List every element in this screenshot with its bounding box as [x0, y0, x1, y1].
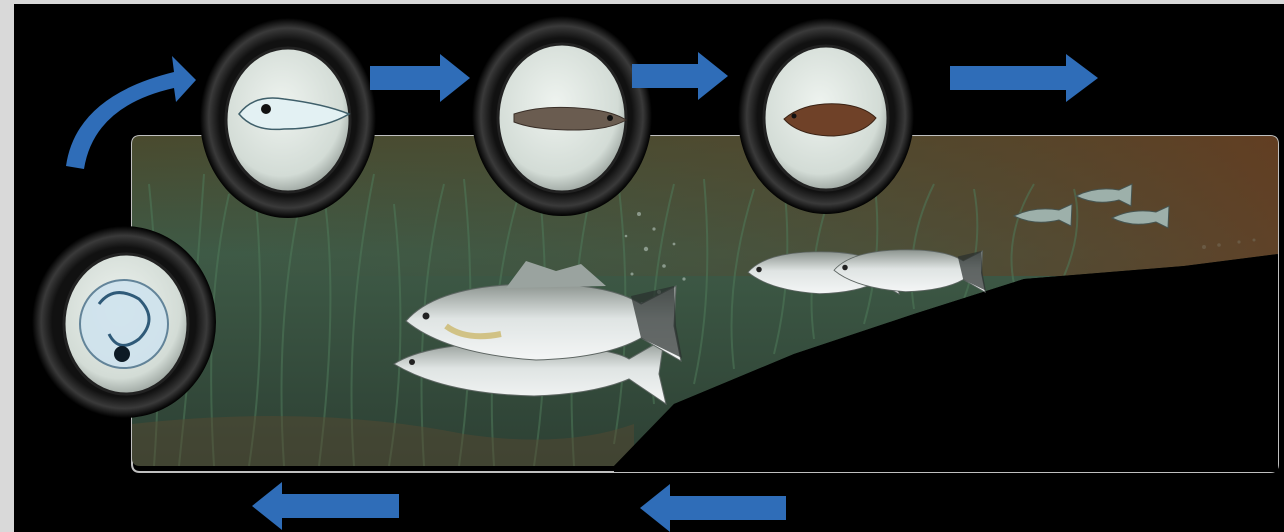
right-arrow-icon [950, 54, 1098, 102]
left-arrow-icon [640, 484, 786, 532]
egg-icon [32, 226, 216, 418]
left-arrow-icon [252, 482, 399, 530]
larva-icon [200, 18, 376, 218]
fry-icon [738, 18, 914, 214]
post-larva-icon [472, 16, 652, 216]
right-arrow-icon [370, 54, 470, 102]
life-cycle-diagram [14, 4, 1284, 532]
diagram-canvas [14, 4, 1284, 532]
